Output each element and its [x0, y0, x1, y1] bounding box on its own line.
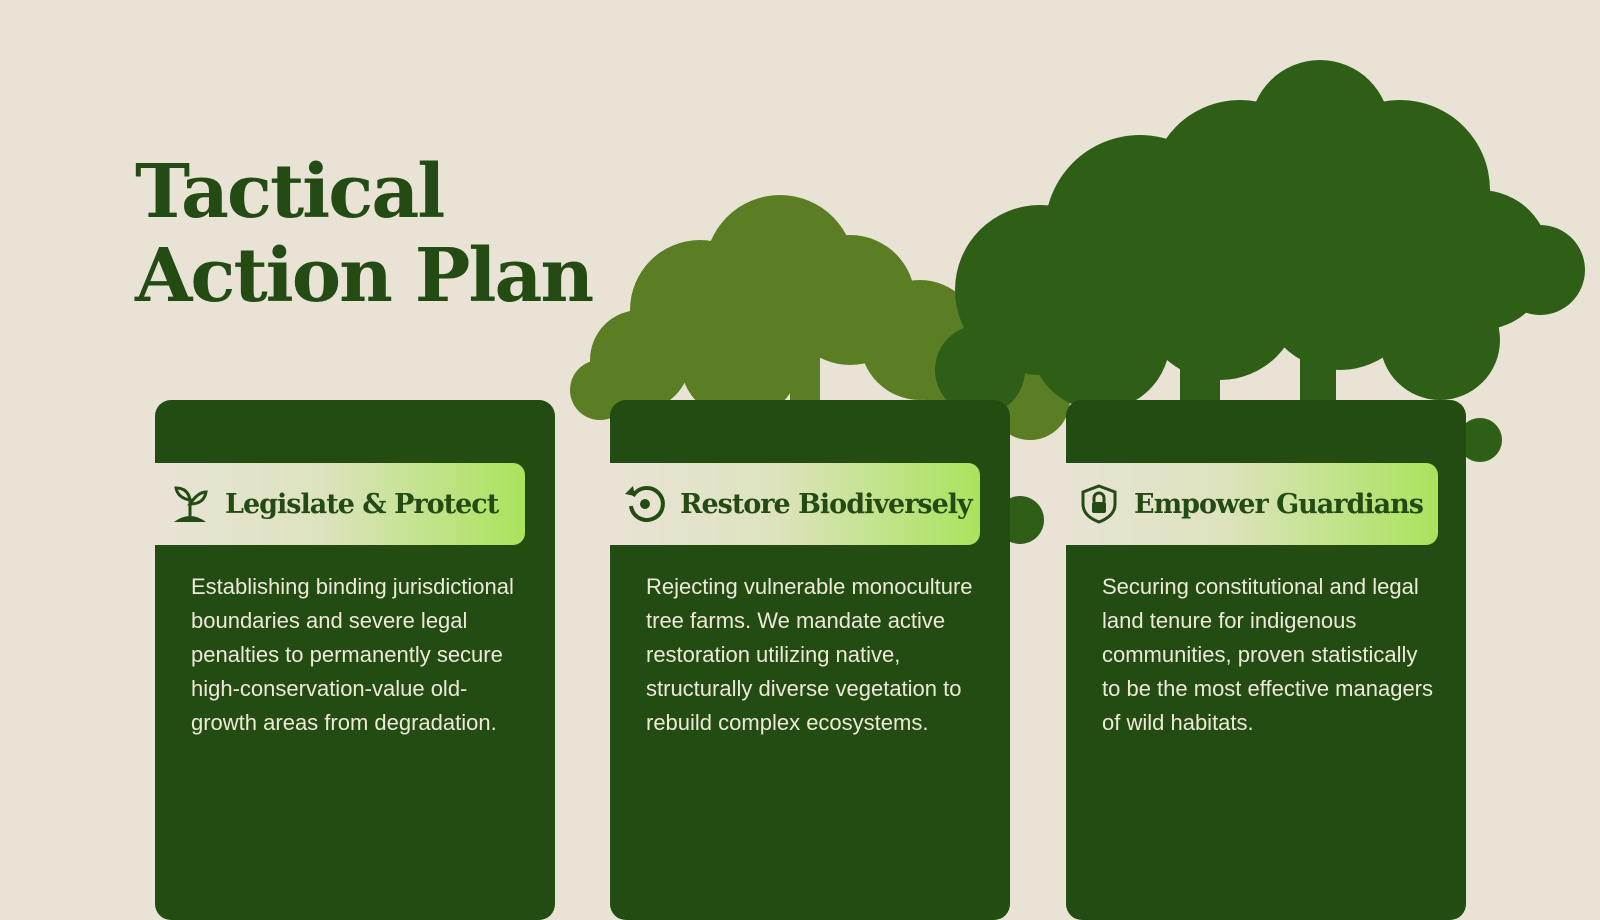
- sprout-icon: [167, 481, 213, 527]
- card-heading: Empower Guardians: [1134, 488, 1424, 520]
- restore-icon: [622, 481, 668, 527]
- card-legislate-protect: Legislate & Protect Establishing binding…: [155, 400, 555, 920]
- card-empower-guardians: Empower Guardians Securing constitutiona…: [1048, 400, 1466, 920]
- card-body-text: Establishing binding jurisdictional boun…: [191, 574, 514, 735]
- card-heading-bar: Restore Biodiversely: [610, 463, 980, 545]
- card-restore-biodiversely: Restore Biodiversely Rejecting vulnerabl…: [610, 400, 1010, 920]
- page-title-line-1: Tactical: [135, 149, 445, 235]
- page-title-line-2: Action Plan: [135, 233, 594, 319]
- shield-lock-icon: [1076, 481, 1122, 527]
- tree-canopy-illustration: [570, 60, 1585, 544]
- card-body-text: Rejecting vulnerable monoculture tree fa…: [646, 574, 973, 735]
- card-heading: Restore Biodiversely: [680, 488, 973, 520]
- card-heading: Legislate & Protect: [225, 488, 499, 520]
- card-body-text: Securing constitutional and legal land t…: [1102, 574, 1433, 735]
- page-title: Tactical Action Plan: [135, 149, 594, 319]
- card-heading-bar: Legislate & Protect: [155, 463, 525, 545]
- card-heading-bar: Empower Guardians: [1048, 463, 1438, 545]
